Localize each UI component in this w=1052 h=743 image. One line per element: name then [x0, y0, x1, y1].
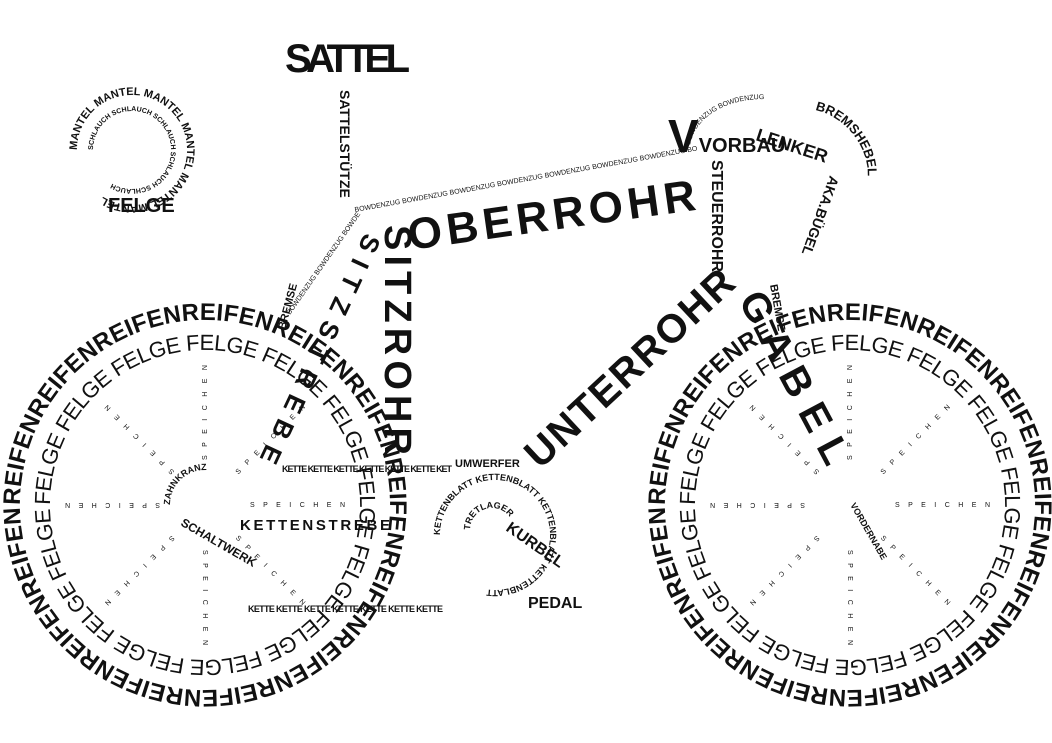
sattel-label: SATTEL [285, 37, 410, 81]
sitzrohr-label: SITZROHR [376, 225, 418, 455]
speichen-spoke: S P E I C H E N [250, 502, 345, 509]
aka-buegel-label: AKA.BÜGEL [799, 174, 843, 258]
kurbel-label: KURBEL [503, 519, 568, 571]
speichen-spoke: S P E I C H E N [65, 501, 160, 508]
speichen-spoke: S P E I C H E N [846, 550, 853, 645]
umwerfer-label: UMWERFER [455, 458, 520, 470]
speichen-spoke: S P E I C H E N [748, 534, 820, 606]
rear-reifen-ring: REIFENREIFENREIFENREIFENREIFENREIFENREIF… [0, 299, 411, 711]
kettenstrebe-label: KETTENSTREBE [240, 517, 390, 534]
kette-bottom: KETTE KETTE KETTE KETTE KETTE KETTE KETT… [248, 604, 443, 614]
speichen-spoke: S P E I C H E N [201, 550, 208, 645]
front-wheel: REIFENREIFENREIFENREIFENREIFENREIFENREIF… [644, 299, 1052, 711]
small-wheel-diagram: MANTEL MANTEL MANTEL MANTEL MANTEL MANTE… [68, 86, 196, 217]
speichen-spoke: S P E I C H E N [879, 535, 951, 607]
lenker-label: LENKER [754, 125, 831, 167]
speichen-spoke: S P E I C H E N [104, 403, 176, 475]
rear-wheel: REIFENREIFENREIFENREIFENREIFENREIFENREIF… [0, 299, 411, 711]
speichen-spoke: S P E I C H E N [710, 501, 805, 508]
pedal-label: PEDAL [528, 595, 582, 612]
vordernabe-label: VORDERNABE [848, 501, 889, 561]
sattelstuetze-label: SATTELSTÜTZE [337, 90, 353, 198]
speichen-spoke: S P E I C H E N [202, 365, 209, 460]
oberrohr-label: OBERROHR [405, 171, 699, 260]
schlauch-ring: SCHLAUCH SCHLAUCH SCHLAUCH SCHLAUCH SCHL… [88, 106, 176, 194]
speichen-spoke: S P E I C H E N [895, 502, 990, 509]
felge-label-small: FELGE [108, 195, 175, 217]
vorbau-label: VVORBAU [668, 110, 785, 162]
speichen-spoke: S P E I C H E N [234, 535, 306, 607]
kettenblatt-ring: KETTENBLATT KETTENBLATT KETTENBLATT KETT… [432, 472, 558, 598]
kette-top: KETTE KETTE KETTE KETTE KETTE KETTE KET [282, 464, 453, 474]
front-reifen-ring: REIFENREIFENREIFENREIFENREIFENREIFENREIF… [644, 299, 1052, 711]
speichen-spoke: S P E I C H E N [880, 404, 952, 476]
speichen-spoke: S P E I C H E N [103, 534, 175, 606]
cassette-kette: ZAHNKRANZ [162, 462, 207, 505]
steuerrohr-label: STEUERROHR [708, 160, 725, 272]
